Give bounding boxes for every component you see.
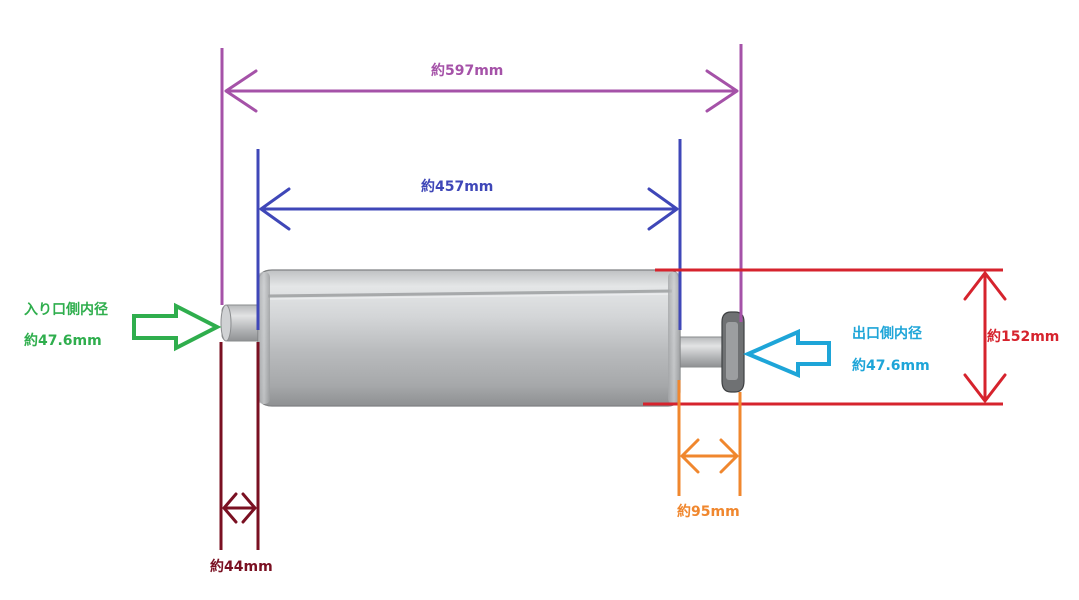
- muffler-end-cap-right: [668, 272, 680, 404]
- inlet-pointer-arrow-icon: [132, 302, 222, 352]
- outlet-pointer-arrow-icon: [742, 328, 831, 379]
- outlet-pipe: [671, 336, 731, 368]
- height-dimension: [643, 268, 1007, 406]
- inlet-pipe-length-label: 約44mm: [210, 559, 273, 575]
- muffler-end-cap-left: [258, 272, 270, 404]
- overall-length-label: 約597mm: [431, 63, 504, 79]
- body-length-label: 約457mm: [421, 179, 494, 195]
- outlet-diameter-title: 出口側内径: [852, 326, 922, 342]
- height-arrowhead-bottom: [963, 373, 1007, 403]
- inlet-diameter-value: 約47.6mm: [24, 333, 102, 349]
- inlet-pipe-length-dimension: [219, 342, 260, 550]
- inlet-pipe-opening: [220, 304, 232, 342]
- muffler-seam: [267, 289, 673, 298]
- body-length-dimension: [256, 139, 682, 330]
- muffler-image: [220, 269, 745, 407]
- outlet-len-arrowhead-left: [680, 438, 700, 474]
- outlet-len-arrowhead-right: [719, 438, 739, 474]
- height-label: 約152mm: [987, 329, 1060, 345]
- overall-length-dimension: [220, 44, 743, 322]
- outlet-pipe-length-dimension: [677, 380, 742, 496]
- inlet-diameter-title: 入り口側内径: [24, 302, 108, 318]
- inlet-len-arrowhead-right: [241, 492, 257, 524]
- overall-arrowhead-left: [224, 69, 258, 113]
- inlet-len-arrowhead-left: [222, 492, 238, 524]
- body-arrowhead-left: [259, 187, 291, 231]
- muffler-seam-highlight: [267, 293, 673, 300]
- outlet-diameter-value: 約47.6mm: [852, 358, 930, 374]
- outlet-flange-face: [726, 322, 738, 380]
- overall-arrowhead-right: [705, 69, 739, 113]
- outlet-pipe-length-label: 約95mm: [677, 504, 740, 520]
- body-arrowhead-right: [647, 187, 679, 231]
- height-arrowhead-top: [963, 271, 1007, 301]
